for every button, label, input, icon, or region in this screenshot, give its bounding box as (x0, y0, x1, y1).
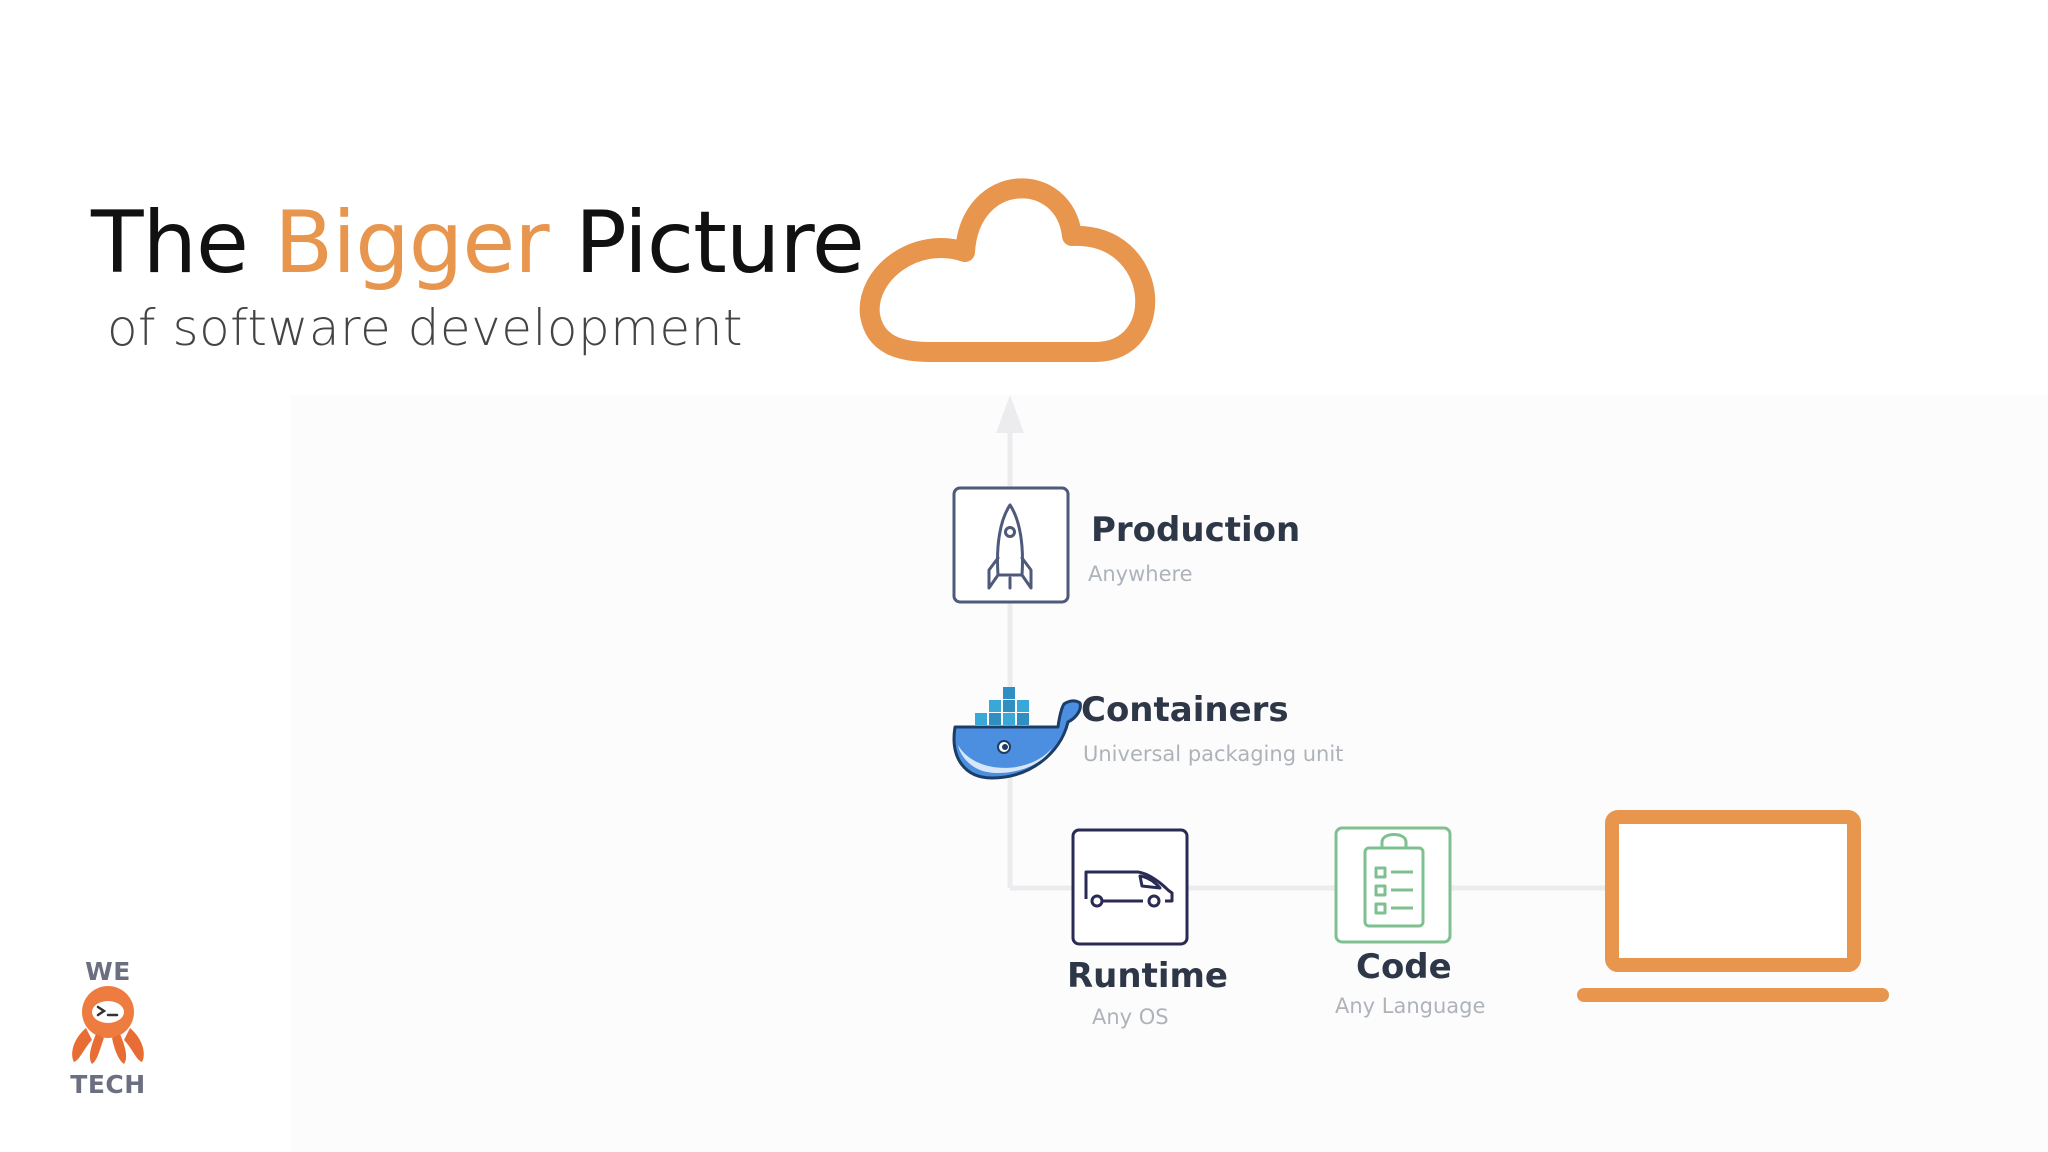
runtime-title: Runtime (1067, 956, 1228, 996)
title-part-1: The (91, 193, 249, 293)
runtime-node (1071, 828, 1189, 946)
code-subtitle: Any Language (1335, 994, 1486, 1018)
docker-whale-icon (952, 687, 1082, 780)
title-part-2: Picture (574, 193, 865, 293)
rocket-icon (987, 503, 1033, 590)
containers-title: Containers (1081, 690, 1289, 730)
logo-top-text: WE (85, 957, 131, 986)
slide-subtitle: of software development (106, 299, 743, 357)
laptop-icon (1577, 810, 1889, 1002)
code-title: Code (1356, 947, 1452, 987)
production-node (952, 486, 1070, 604)
production-title: Production (1091, 510, 1301, 550)
logo-bottom-text: TECH (70, 1070, 146, 1099)
slide-title: The Bigger Picture (91, 188, 865, 298)
connector-lines (996, 395, 1606, 891)
title-accent: Bigger (274, 193, 549, 293)
arrow-head-up (996, 395, 1024, 433)
clipboard-list-icon (1363, 833, 1425, 928)
octopus-icon (72, 986, 144, 1064)
runtime-subtitle: Any OS (1092, 1005, 1169, 1029)
production-subtitle: Anywhere (1088, 562, 1193, 586)
runtime-box (1071, 828, 1189, 946)
code-node (1334, 826, 1452, 944)
production-box (952, 486, 1070, 604)
cloud-icon (859, 178, 1156, 362)
van-icon (1084, 870, 1174, 908)
diagram-stage (290, 395, 2048, 1152)
containers-subtitle: Universal packaging unit (1083, 742, 1344, 766)
